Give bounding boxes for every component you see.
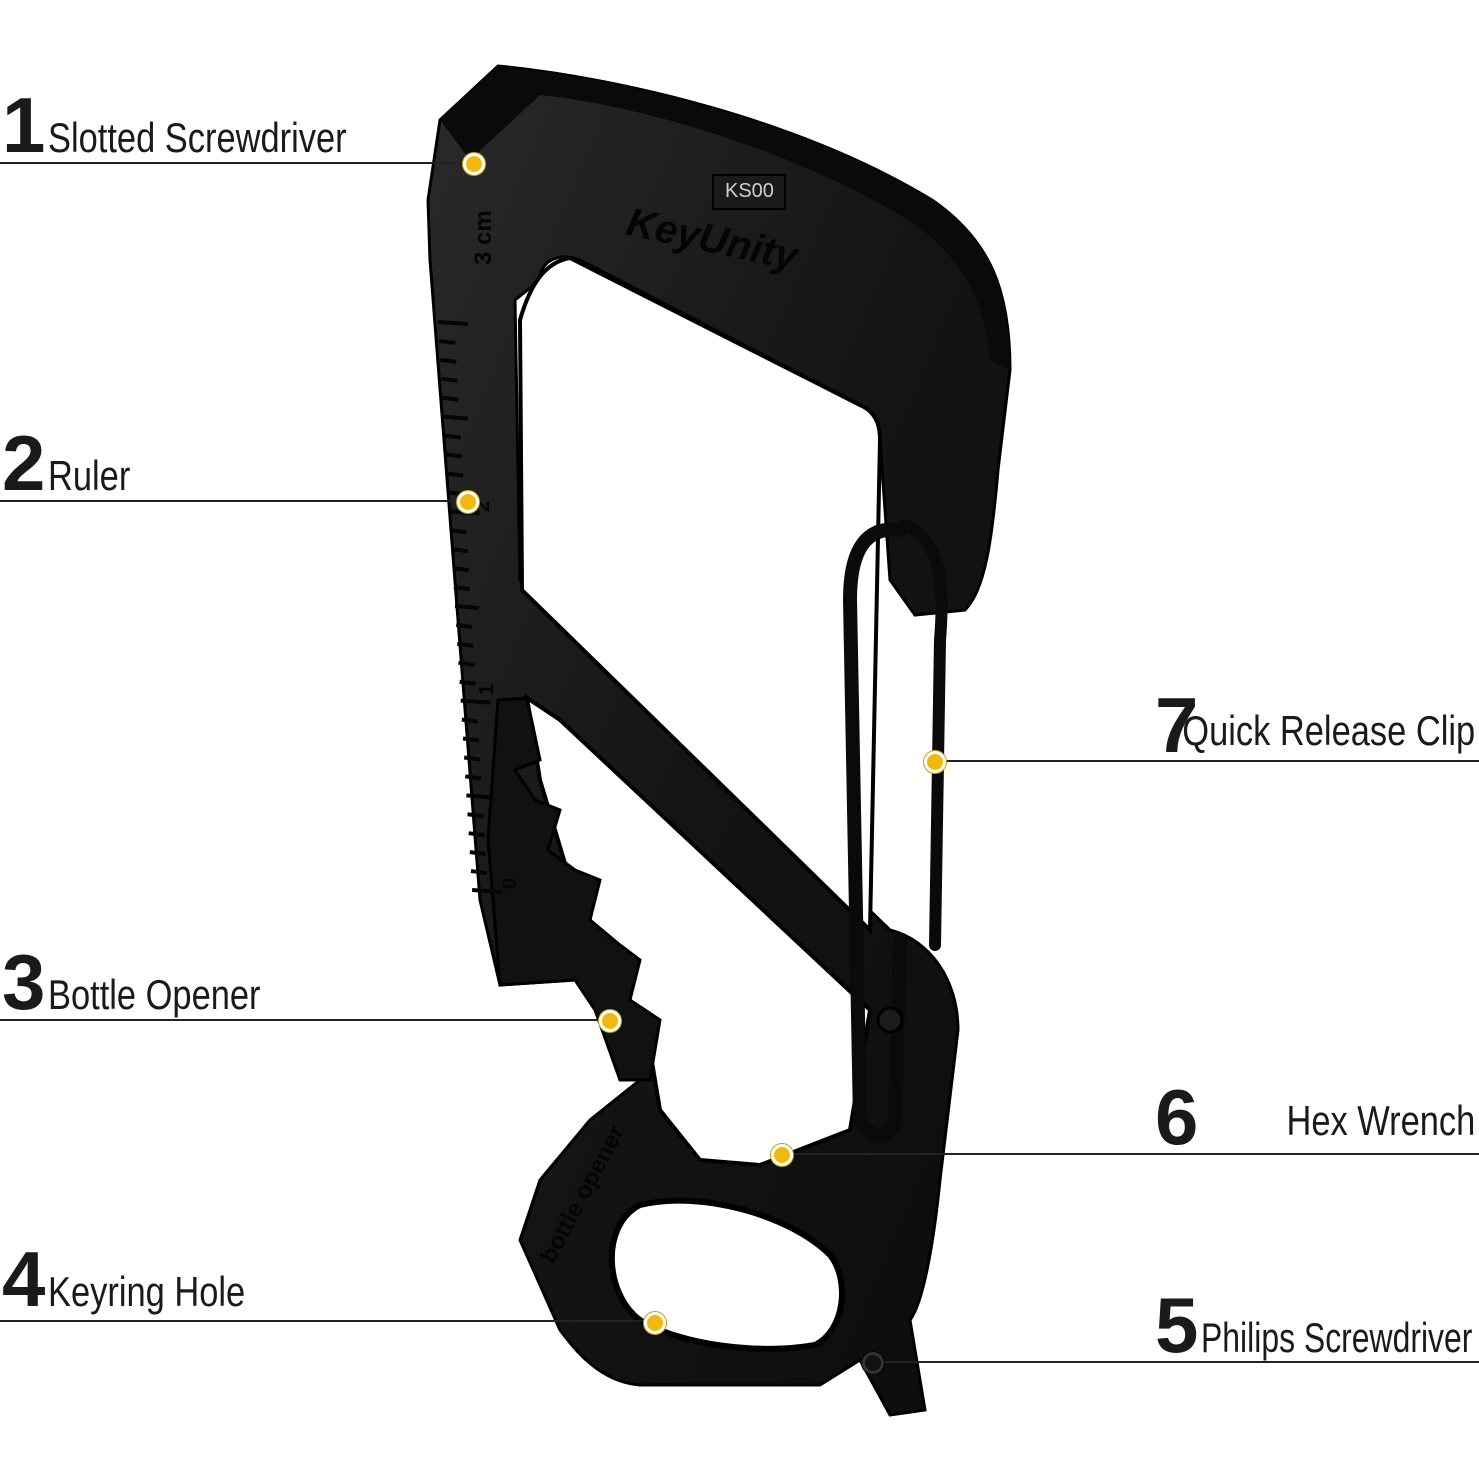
ruler-tick: [446, 471, 464, 478]
model-engraving: KS00: [725, 180, 774, 202]
ruler-tick: [437, 320, 469, 326]
ruler-tick: [461, 717, 479, 724]
callout-3-number: 3: [2, 938, 45, 1026]
marker-dot-2: [457, 491, 479, 513]
ruler-tick: [471, 888, 503, 894]
ruler-mark-0: 0: [499, 877, 522, 890]
callout-4-number: 4: [2, 1235, 45, 1323]
ruler-tick: [445, 452, 463, 459]
ruler-tick: [438, 338, 456, 345]
callout-6-label-wrap: Hex Wrench: [1245, 1100, 1475, 1142]
ruler-tick: [452, 566, 470, 573]
ruler-tick: [470, 869, 488, 876]
main-opening: [517, 255, 883, 935]
leader-line-7: [934, 760, 1479, 762]
quick-release-wire: [842, 522, 907, 1142]
ruler-tick: [453, 585, 471, 592]
ruler-tick: [465, 774, 482, 781]
callout-2: 2 Ruler: [2, 424, 148, 502]
callout-7-number: 7: [1155, 681, 1198, 769]
leader-line-2: [0, 500, 462, 502]
marker-dot-6: [771, 1144, 793, 1166]
callout-7-label-wrap: Quick Release Clip: [1118, 710, 1475, 752]
model-plate: [712, 174, 786, 210]
ruler-tick: [440, 357, 457, 364]
ruler-mark-1: 1: [476, 683, 499, 696]
ruler-tick: [466, 793, 491, 800]
leader-line-3: [0, 1019, 604, 1021]
callout-3-label: Bottle Opener: [47, 971, 261, 1018]
callout-2-number: 2: [2, 419, 45, 507]
ruler-tick: [458, 660, 475, 667]
callout-4-label: Keyring Hole: [47, 1268, 246, 1315]
ruler-tick: [467, 812, 484, 819]
callout-4: 4 Keyring Hole: [2, 1240, 288, 1318]
callout-5: 5 Philips Screwdriver: [1155, 1286, 1479, 1364]
callout-1-number: 1: [2, 81, 45, 169]
callout-5-label: Philips Screwdriver: [1200, 1314, 1473, 1361]
ruler-tick: [455, 622, 473, 629]
keyring-hole-shape: [608, 1197, 845, 1352]
leader-line-6: [780, 1153, 1479, 1155]
bottle-opener-teeth: [486, 696, 662, 1082]
ruler-tick: [463, 755, 481, 762]
ruler-tick: [441, 376, 458, 383]
ruler-tick: [450, 528, 467, 535]
ruler-ticks: [437, 320, 503, 894]
ruler-tick: [443, 414, 468, 421]
callout-7-label: Quick Release Clip: [1182, 707, 1475, 754]
ruler-tick: [469, 850, 487, 857]
leader-line-4: [0, 1320, 648, 1322]
ruler-tick: [454, 604, 480, 610]
callout-6-label: Hex Wrench: [1286, 1097, 1475, 1144]
callout-6-number: 6: [1155, 1073, 1198, 1161]
marker-dot-4: [644, 1312, 666, 1334]
marker-dot-1: [463, 153, 485, 175]
ruler-tick: [442, 395, 459, 402]
ruler-tick: [451, 547, 468, 554]
callout-1: 1 Slotted Screwdriver: [2, 86, 412, 164]
ruler-tick: [444, 433, 462, 440]
callout-6-number-wrap: 6: [1155, 1078, 1198, 1156]
leader-line-5: [872, 1361, 1479, 1363]
marker-dot-7: [924, 751, 946, 773]
top-bevel: [440, 66, 1010, 370]
hinge-rivet: [876, 1006, 904, 1034]
marker-dot-3: [599, 1010, 621, 1032]
leader-line-1: [0, 162, 468, 164]
marker-dot-5: [862, 1352, 884, 1374]
ruler-tick: [468, 831, 485, 838]
quick-release-wire-outer: [899, 519, 948, 951]
callout-5-number: 5: [1155, 1281, 1198, 1369]
ruler-tick: [457, 641, 474, 648]
callout-2-label: Ruler: [47, 452, 131, 499]
ruler-tick: [459, 679, 476, 686]
callout-7-number-wrap: 7: [1155, 686, 1198, 764]
ruler-tick: [462, 736, 480, 743]
ruler-unit-engraving: 3 cm: [470, 210, 497, 265]
callout-1-label: Slotted Screwdriver: [47, 114, 347, 161]
ruler-tick: [460, 698, 491, 705]
callout-3: 3 Bottle Opener: [2, 943, 307, 1021]
